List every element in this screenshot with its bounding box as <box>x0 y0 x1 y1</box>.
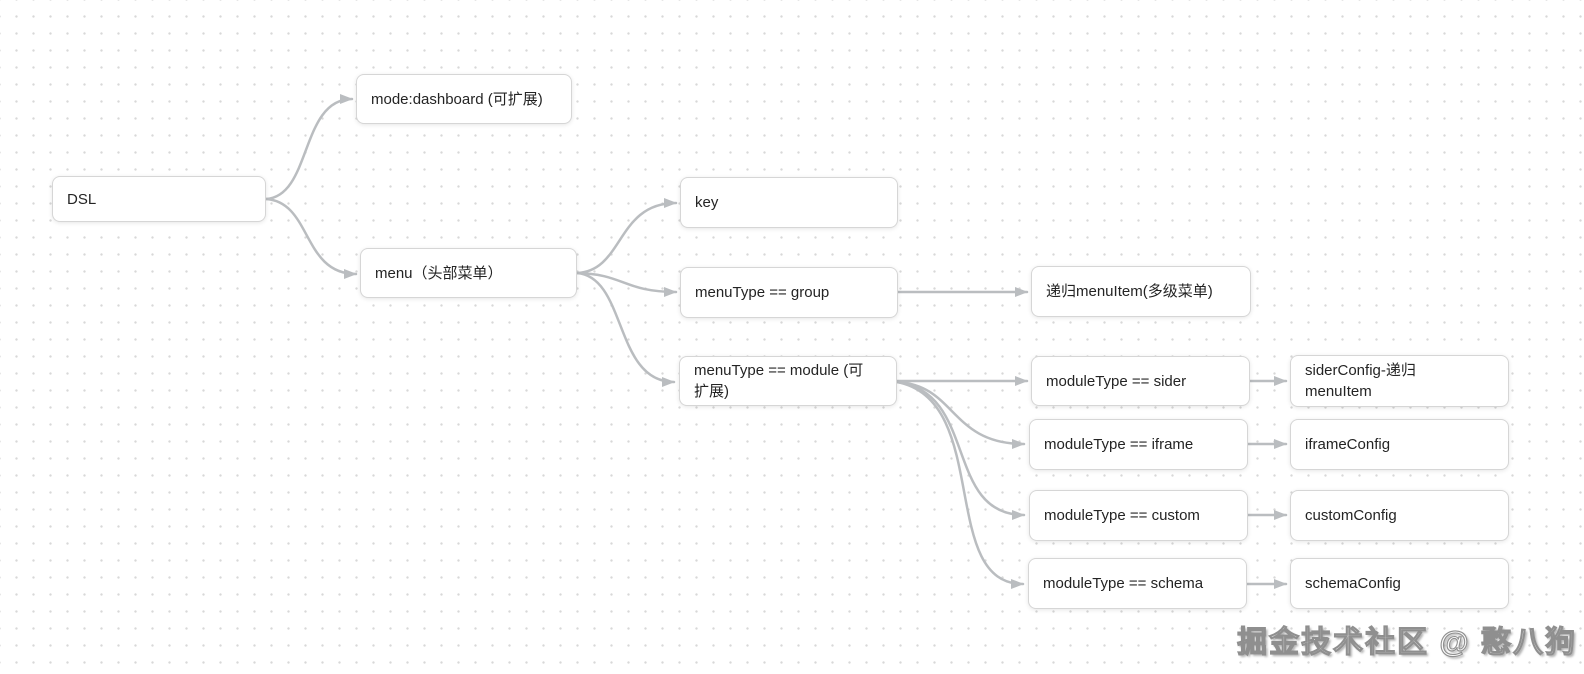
node-label: menuType == group <box>695 284 830 301</box>
node-mode-dashboard[interactable]: mode:dashboard (可扩展) <box>356 74 572 124</box>
node-label: menuType == module (可 扩展) <box>694 362 864 400</box>
node-label: menu（头部菜单） <box>375 264 503 282</box>
node-menu[interactable]: menu（头部菜单） <box>360 248 577 298</box>
edge-menu-to-key <box>575 198 678 275</box>
edge-dsl-to-mode-dashboard <box>264 94 354 201</box>
edge-menu-to-menu-type-group <box>575 271 678 297</box>
node-schema-config[interactable]: schemaConfig <box>1290 558 1509 609</box>
edge-menu-type-module-to-custom <box>895 380 1026 520</box>
node-label: moduleType == schema <box>1043 575 1204 592</box>
node-iframe-config[interactable]: iframeConfig <box>1290 419 1509 470</box>
node-module-type-sider[interactable]: moduleType == sider <box>1031 356 1250 406</box>
node-label: customConfig <box>1305 507 1397 524</box>
node-label: 递归menuItem(多级菜单) <box>1046 283 1213 300</box>
node-menu-type-module[interactable]: menuType == module (可 扩展) <box>679 356 897 406</box>
node-label: key <box>695 194 719 211</box>
node-dsl[interactable]: DSL <box>52 176 266 222</box>
node-custom-config[interactable]: customConfig <box>1290 490 1509 541</box>
node-module-type-custom[interactable]: moduleType == custom <box>1029 490 1248 541</box>
node-key[interactable]: key <box>680 177 898 228</box>
node-label: moduleType == iframe <box>1044 436 1194 453</box>
edge-menu-type-module-to-iframe <box>895 380 1026 449</box>
node-recursive-menuitem[interactable]: 递归menuItem(多级菜单) <box>1031 266 1251 317</box>
edge-dsl-to-menu <box>264 197 358 279</box>
node-label: moduleType == custom <box>1044 507 1200 524</box>
node-sider-config[interactable]: siderConfig-递归 menuItem <box>1290 355 1509 407</box>
node-label: iframeConfig <box>1305 436 1391 453</box>
edge-menu-to-menu-type-module <box>575 271 676 387</box>
watermark: 掘金技术社区 @ 憨八狗 <box>1237 625 1577 659</box>
node-module-type-iframe[interactable]: moduleType == iframe <box>1029 419 1248 470</box>
edge-menu-type-module-to-schema <box>895 380 1025 589</box>
node-module-type-schema[interactable]: moduleType == schema <box>1028 558 1247 609</box>
node-menu-type-group[interactable]: menuType == group <box>680 267 898 318</box>
node-label: moduleType == sider <box>1046 372 1187 390</box>
node-label: siderConfig-递归 menuItem <box>1305 362 1416 400</box>
node-label: schemaConfig <box>1305 575 1401 592</box>
node-label: mode:dashboard (可扩展) <box>371 90 543 108</box>
node-label: DSL <box>67 190 97 208</box>
